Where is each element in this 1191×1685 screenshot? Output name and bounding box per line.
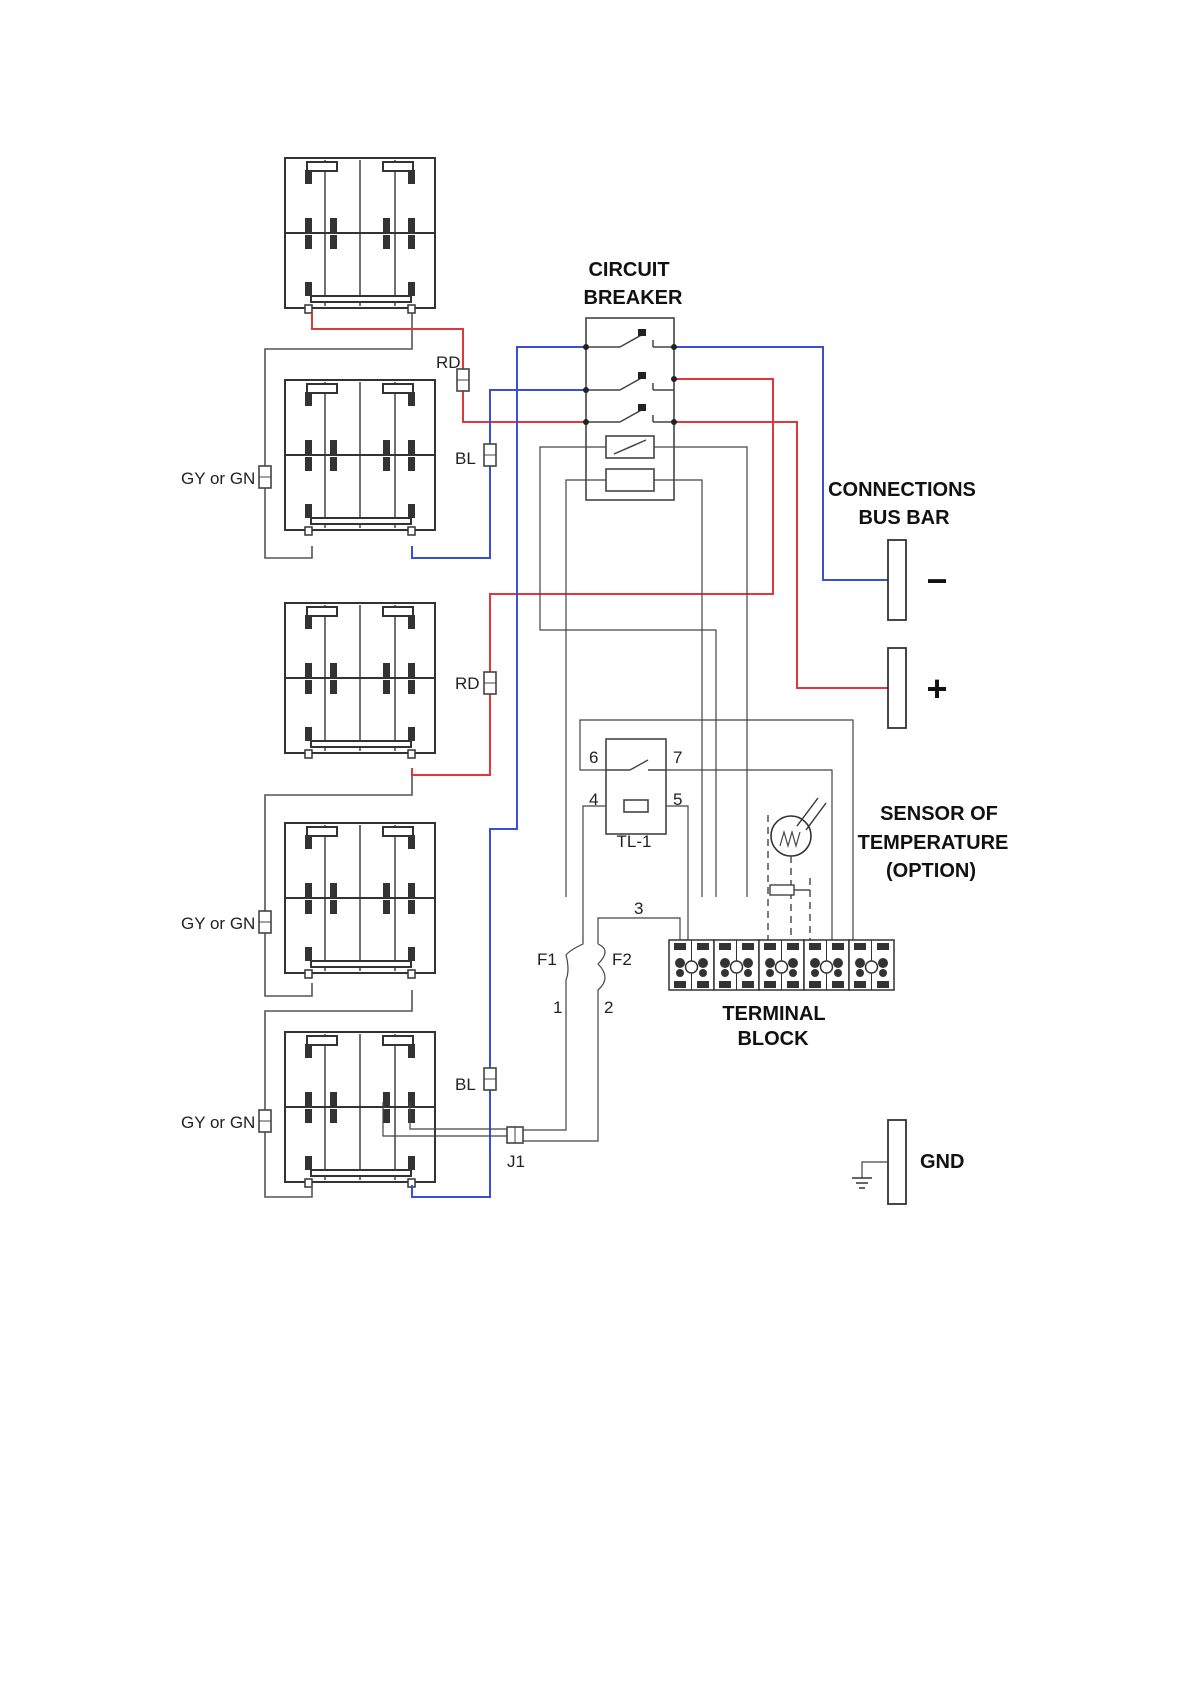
pin-6-label: 6	[589, 748, 598, 767]
f1-label: F1	[537, 950, 557, 969]
pin-3-label: 3	[634, 899, 643, 918]
tl1-label: TL-1	[617, 832, 652, 851]
bl-label-top: BL	[455, 449, 476, 468]
bus-bar-label-line2: BUS BAR	[858, 507, 950, 529]
bl-label-bottom: BL	[455, 1075, 476, 1094]
terminal-block-label-line1: TERMINAL	[722, 1003, 825, 1025]
rd-label-mid: RD	[455, 674, 480, 693]
circuit-breaker-label-line1: CIRCUIT	[588, 259, 669, 281]
bus-bar-label-line1: CONNECTIONS	[828, 479, 976, 501]
gy-or-gn-label-3: GY or GN	[181, 1113, 255, 1132]
pin-7-label: 7	[673, 748, 682, 767]
battery-1	[285, 158, 435, 313]
pin-2-label: 2	[604, 998, 613, 1017]
battery-stack	[285, 158, 435, 1187]
pin-4-label: 4	[589, 790, 598, 809]
pin-1-label: 1	[553, 998, 562, 1017]
gy-or-gn-label-2: GY or GN	[181, 914, 255, 933]
battery-2	[285, 380, 435, 535]
sensor-label-line2: TEMPERATURE	[858, 832, 1009, 854]
f2-label: F2	[612, 950, 632, 969]
terminal-block	[669, 940, 894, 990]
sensor-label-line3: (OPTION)	[886, 860, 976, 882]
circuit-breaker-label-line2: BREAKER	[584, 287, 683, 309]
sensor-label-line1: SENSOR OF	[880, 803, 998, 825]
battery-4	[285, 823, 435, 978]
j1-label: J1	[507, 1152, 525, 1171]
battery-5	[285, 1032, 435, 1187]
pin-5-label: 5	[673, 790, 682, 809]
plus-sign: +	[926, 668, 947, 709]
gnd-label: GND	[920, 1151, 964, 1173]
rd-label-top: RD	[436, 353, 461, 372]
temperature-sensor	[768, 798, 826, 940]
minus-sign: −	[926, 560, 947, 601]
battery-3	[285, 603, 435, 758]
gy-or-gn-label-1: GY or GN	[181, 469, 255, 488]
terminal-block-label-line2: BLOCK	[737, 1028, 809, 1050]
